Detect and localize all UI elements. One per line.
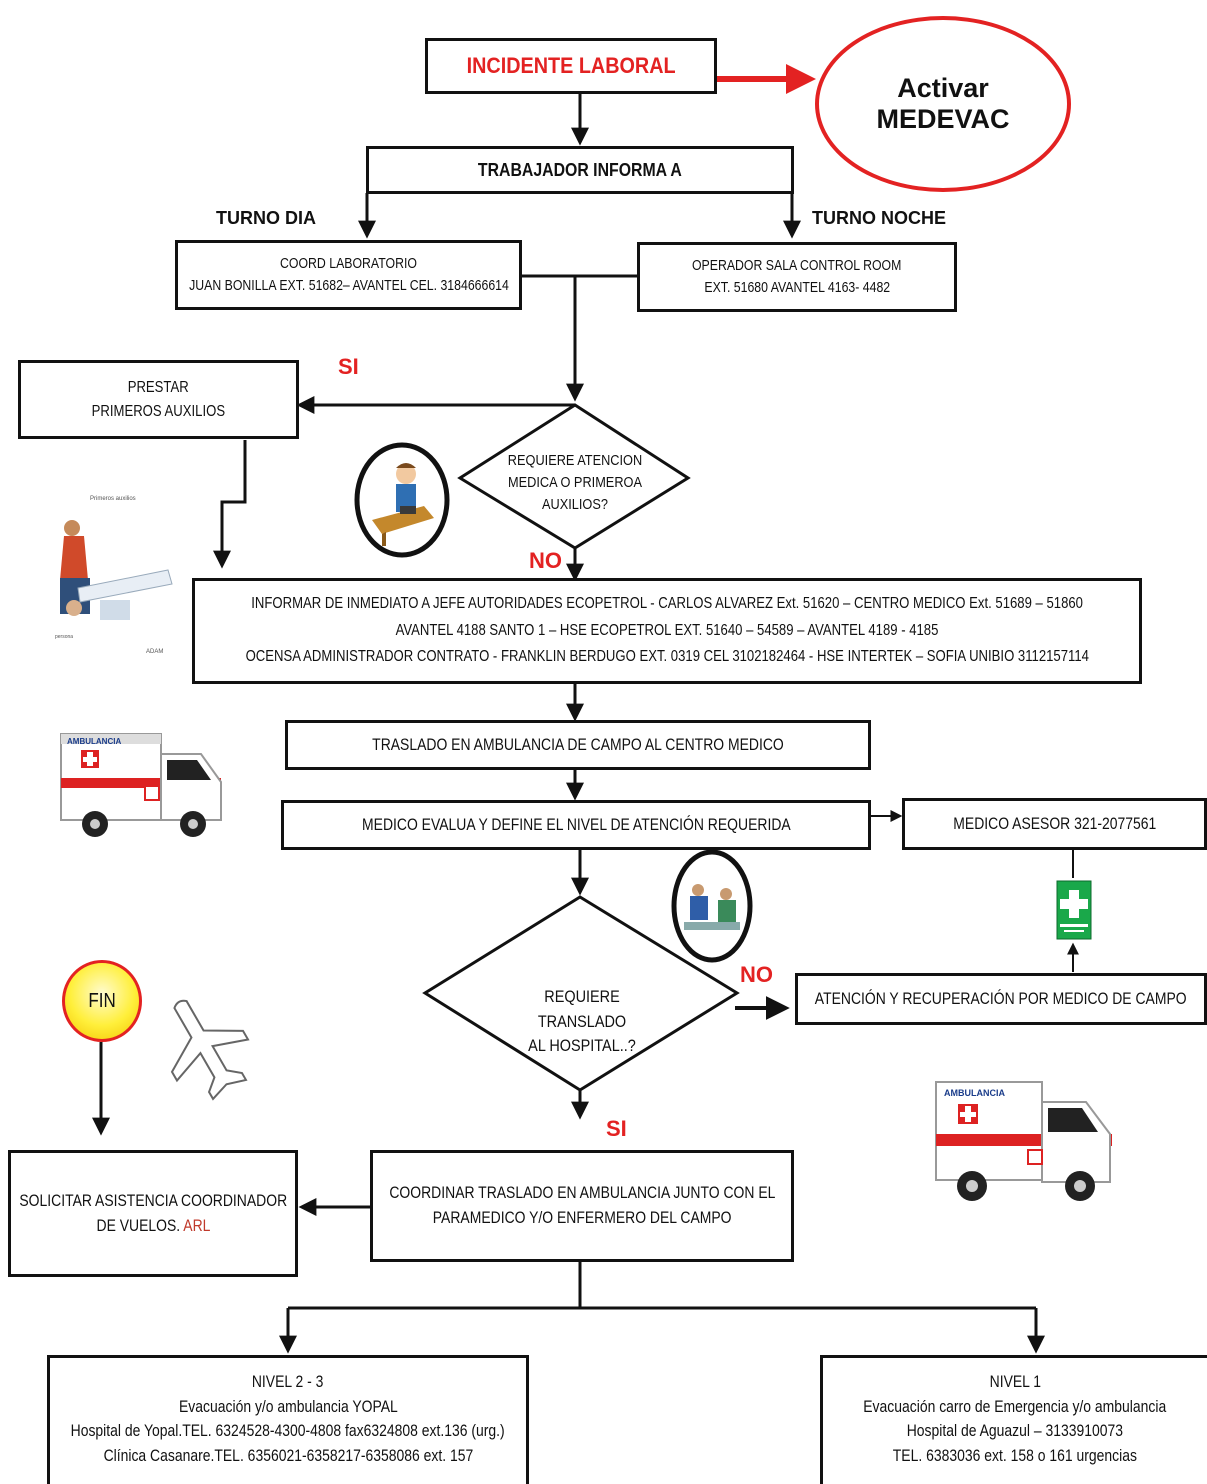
- day-shift-label: TURNO DIA: [216, 208, 316, 228]
- decision1-line3: AUXILIOS?: [542, 495, 608, 513]
- decision-diamond-1: [457, 403, 691, 550]
- operator-box: OPERADOR SALA CONTROL ROOM EXT. 51680 AV…: [637, 242, 957, 312]
- medevac-ellipse: Activar MEDEVAC: [815, 16, 1071, 192]
- informs-label: TRABAJADOR INFORMA A: [478, 159, 682, 180]
- decision2-line2: AL HOSPITAL..?: [528, 1036, 636, 1056]
- level1-line2: Hospital de Aguazul – 3133910073: [906, 1421, 1124, 1441]
- decision1-text: REQUIERE ATENCION MEDICA O PRIMEROA AUXI…: [503, 450, 648, 515]
- coord-box: COORD LABORATORIO JUAN BONILLA EXT. 5168…: [175, 240, 522, 310]
- first-aid-kit-icon: [1056, 880, 1092, 940]
- ambulance-icon-right: AMBULANCIA: [935, 1081, 1112, 1201]
- field-care-label: ATENCIÓN Y RECUPERACIÓN POR MEDICO DE CA…: [815, 988, 1187, 1008]
- evaluate-label: MEDICO EVALUA Y DEFINE EL NIVEL DE ATENC…: [361, 814, 791, 834]
- level23-line3: Clínica Casanare.TEL. 6356021-6358217-63…: [103, 1445, 473, 1465]
- incident-title: INCIDENTE LABORAL: [466, 53, 676, 78]
- first-aid-line1: PRESTAR: [127, 379, 189, 397]
- level1-box: NIVEL 1 Evacuación carro de Emergencia y…: [820, 1355, 1207, 1484]
- medevac-line2: MEDEVAC: [876, 104, 1010, 134]
- svg-text:Primeros auxilios: Primeros auxilios: [90, 496, 136, 502]
- operator-line2: EXT. 51680 AVANTEL 4163- 4482: [704, 279, 890, 296]
- ambulance-left-text: AMBULANCIA: [67, 737, 121, 746]
- inform-line3: OCENSA ADMINISTRADOR CONTRATO - FRANKLIN…: [245, 648, 1089, 666]
- flights-box: SOLICITAR ASISTENCIA COORDINADOR DE VUEL…: [8, 1150, 298, 1277]
- coord-line1: COORD LABORATORIO: [280, 255, 417, 273]
- ambulance-icon-left: AMBULANCIA: [60, 733, 222, 837]
- coordinate-line1: COORDINAR TRASLADO EN AMBULANCIA JUNTO C…: [388, 1183, 776, 1203]
- yes-label-2: SI: [606, 1116, 627, 1141]
- first-aid-line2: PRIMEROS AUXILIOS: [91, 402, 226, 420]
- level1-line3: TEL. 6383036 ext. 158 o 161 urgencias: [892, 1445, 1138, 1465]
- flights-line1: SOLICITAR ASISTENCIA COORDINADOR: [19, 1190, 287, 1210]
- decision-diamond-2: [422, 895, 740, 1092]
- flights-line2-a: DE VUELOS.: [96, 1215, 180, 1235]
- no-label-2: NO: [740, 962, 773, 987]
- flights-line2: DE VUELOS. ARL: [96, 1214, 210, 1239]
- level1-line1: Evacuación carro de Emergencia y/o ambul…: [863, 1396, 1167, 1416]
- first-aid-illustration: Primeros auxilios persona ADAM: [50, 488, 178, 658]
- doctor-desk-icon: [354, 442, 450, 558]
- inform-line2: AVANTEL 4188 SANTO 1 – HSE ECOPETROL EXT…: [395, 621, 939, 639]
- inform-box: INFORMAR DE INMEDIATO A JEFE AUTORIDADES…: [192, 578, 1142, 684]
- no-label-1: NO: [529, 548, 562, 573]
- level1-title: NIVEL 1: [989, 1372, 1041, 1391]
- level23-title: NIVEL 2 - 3: [252, 1372, 324, 1391]
- inform-line1: INFORMAR DE INMEDIATO A JEFE AUTORIDADES…: [251, 595, 1083, 613]
- svg-text:ADAM: ADAM: [146, 649, 163, 655]
- fin-node: FIN: [62, 960, 142, 1042]
- evaluate-box: MEDICO EVALUA Y DEFINE EL NIVEL DE ATENC…: [281, 800, 871, 850]
- coord-line2: JUAN BONILLA EXT. 51682– AVANTEL CEL. 31…: [188, 277, 509, 294]
- paramedics-icon: [671, 849, 753, 963]
- yes-label-1: SI: [338, 354, 359, 379]
- incident-box: INCIDENTE LABORAL: [425, 38, 717, 94]
- decision1-line1: REQUIERE ATENCION: [507, 452, 643, 469]
- arl-link: ARL: [182, 1215, 210, 1235]
- svg-text:persona: persona: [55, 634, 73, 640]
- decision1-line2: MEDICA O PRIMEROA: [508, 473, 642, 491]
- first-aid-box: PRESTAR PRIMEROS AUXILIOS: [18, 360, 299, 439]
- airplane-icon: [170, 999, 250, 1101]
- level23-line2: Hospital de Yopal.TEL. 6324528-4300-4808…: [70, 1421, 506, 1441]
- coordinate-line2: PARAMEDICO Y/O ENFERMERO DEL CAMPO: [432, 1208, 732, 1227]
- join-to-decision: [520, 274, 584, 402]
- medevac-line1: Activar: [897, 73, 989, 103]
- transfer-label: TRASLADO EN AMBULANCIA DE CAMPO AL CENTR…: [372, 734, 784, 754]
- coordinate-box: COORDINAR TRASLADO EN AMBULANCIA JUNTO C…: [370, 1150, 794, 1262]
- night-shift-label: TURNO NOCHE: [812, 208, 946, 228]
- ambulance-right-text: AMBULANCIA: [944, 1088, 1005, 1098]
- level23-box: NIVEL 2 - 3 Evacuación y/o ambulancia YO…: [47, 1355, 529, 1484]
- arrow-first-aid-to-inform: [213, 440, 247, 569]
- level23-line1: Evacuación y/o ambulancia YOPAL: [178, 1396, 398, 1416]
- fin-label: FIN: [88, 989, 116, 1012]
- decision2-line1: REQUIERE TRANSLADO: [537, 987, 627, 1031]
- advisor-label: MEDICO ASESOR 321-2077561: [952, 813, 1156, 833]
- advisor-box: MEDICO ASESOR 321-2077561: [902, 798, 1207, 850]
- informs-box: TRABAJADOR INFORMA A: [366, 146, 794, 194]
- field-care-box: ATENCIÓN Y RECUPERACIÓN POR MEDICO DE CA…: [795, 973, 1207, 1025]
- decision2-text: REQUIERE TRANSLADO AL HOSPITAL..?: [506, 985, 659, 1059]
- transfer-box: TRASLADO EN AMBULANCIA DE CAMPO AL CENTR…: [285, 720, 871, 770]
- operator-line1: OPERADOR SALA CONTROL ROOM: [692, 257, 902, 275]
